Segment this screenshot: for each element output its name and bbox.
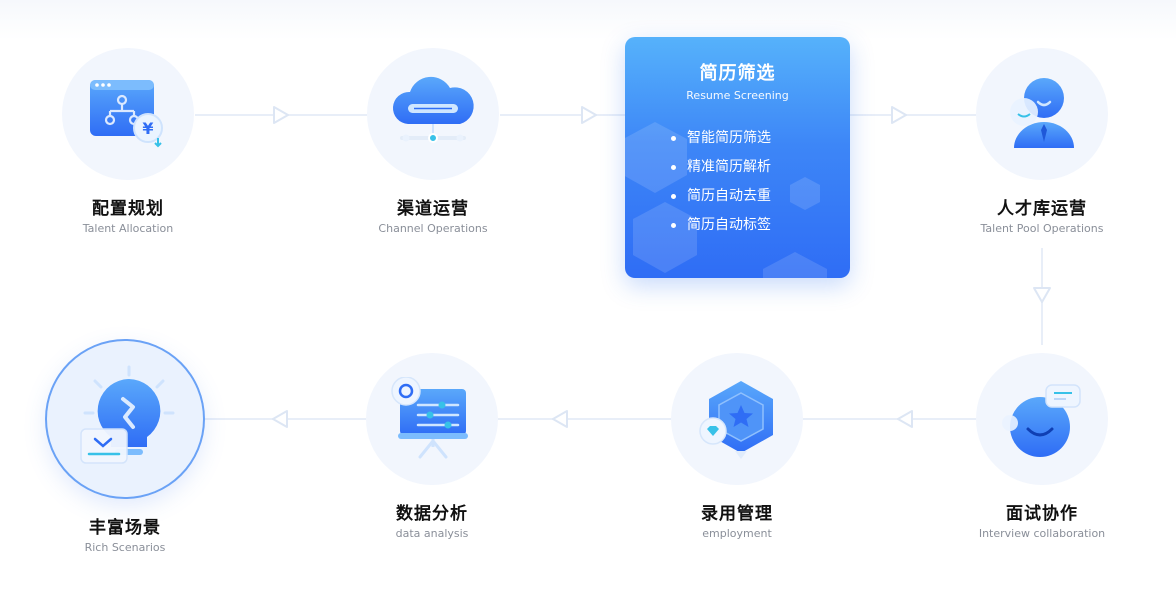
- presentation-board-icon: [391, 377, 468, 459]
- user-profile-icon: [1010, 78, 1074, 148]
- step-icon-circle: [671, 353, 803, 485]
- lightbulb-icon: [80, 365, 175, 464]
- step-subtitle: Talent Allocation: [82, 222, 174, 235]
- step-icon-circle: ¥: [62, 48, 194, 180]
- step-title: 配置规划: [92, 199, 164, 219]
- badge-star-icon: [699, 381, 773, 459]
- card-feature-item: 简历自动标签: [671, 211, 850, 240]
- step-icon-circle: [367, 48, 499, 180]
- arrow-left-icon: [897, 410, 913, 428]
- step-data-analysis[interactable]: 数据分析 data analysis: [322, 353, 542, 540]
- background-fade: [0, 0, 1176, 40]
- step-title: 数据分析: [396, 504, 468, 524]
- arrow-down-icon: [1033, 287, 1051, 303]
- step-subtitle: Interview collaboration: [978, 527, 1106, 540]
- step-title: 面试协作: [1006, 504, 1078, 524]
- step-talent-pool-operations[interactable]: 人才库运营 Talent Pool Operations: [932, 48, 1152, 235]
- step-title: 渠道运营: [397, 199, 469, 219]
- card-title: 简历筛选: [699, 63, 776, 84]
- cloud-network-icon: [392, 76, 474, 143]
- step-talent-allocation[interactable]: ¥ 配置规划 Talent Allocation: [18, 48, 238, 235]
- step-subtitle: Channel Operations: [378, 222, 488, 235]
- step-subtitle: Talent Pool Operations: [980, 222, 1104, 235]
- step-subtitle: employment: [702, 527, 772, 540]
- svg-text:¥: ¥: [142, 119, 153, 138]
- step-title: 录用管理: [701, 504, 773, 524]
- card-feature-item: 智能简历筛选: [671, 124, 850, 153]
- step-title: 丰富场景: [89, 518, 161, 538]
- step-rich-scenarios[interactable]: 丰富场景 Rich Scenarios: [15, 341, 235, 554]
- step-subtitle: data analysis: [395, 527, 469, 540]
- step-icon-circle: [47, 341, 203, 497]
- card-feature-list: 智能简历筛选 精准简历解析 简历自动去重 简历自动标签: [625, 124, 850, 240]
- step-subtitle: Rich Scenarios: [84, 541, 166, 554]
- arrow-right-icon: [891, 106, 907, 124]
- step-icon-circle: [976, 353, 1108, 485]
- step-channel-operations[interactable]: 渠道运营 Channel Operations: [323, 48, 543, 235]
- card-feature-item: 简历自动去重: [671, 182, 850, 211]
- arrow-left-icon: [552, 410, 568, 428]
- step-icon-circle: [366, 353, 498, 485]
- chat-face-icon: [1002, 384, 1081, 457]
- step-title: 人才库运营: [997, 199, 1087, 219]
- arrow-right-icon: [581, 106, 597, 124]
- org-chart-yen-icon: ¥: [90, 80, 163, 148]
- step-icon-circle: [976, 48, 1108, 180]
- arrow-right-icon: [273, 106, 289, 124]
- card-subtitle: Resume Screening: [686, 89, 789, 102]
- arrow-left-icon: [272, 410, 288, 428]
- step-interview-collaboration[interactable]: 面试协作 Interview collaboration: [932, 353, 1152, 540]
- step-employment[interactable]: 录用管理 employment: [627, 353, 847, 540]
- card-feature-item: 精准简历解析: [671, 153, 850, 182]
- resume-screening-card[interactable]: 简历筛选 Resume Screening 智能简历筛选 精准简历解析 简历自动…: [625, 37, 850, 278]
